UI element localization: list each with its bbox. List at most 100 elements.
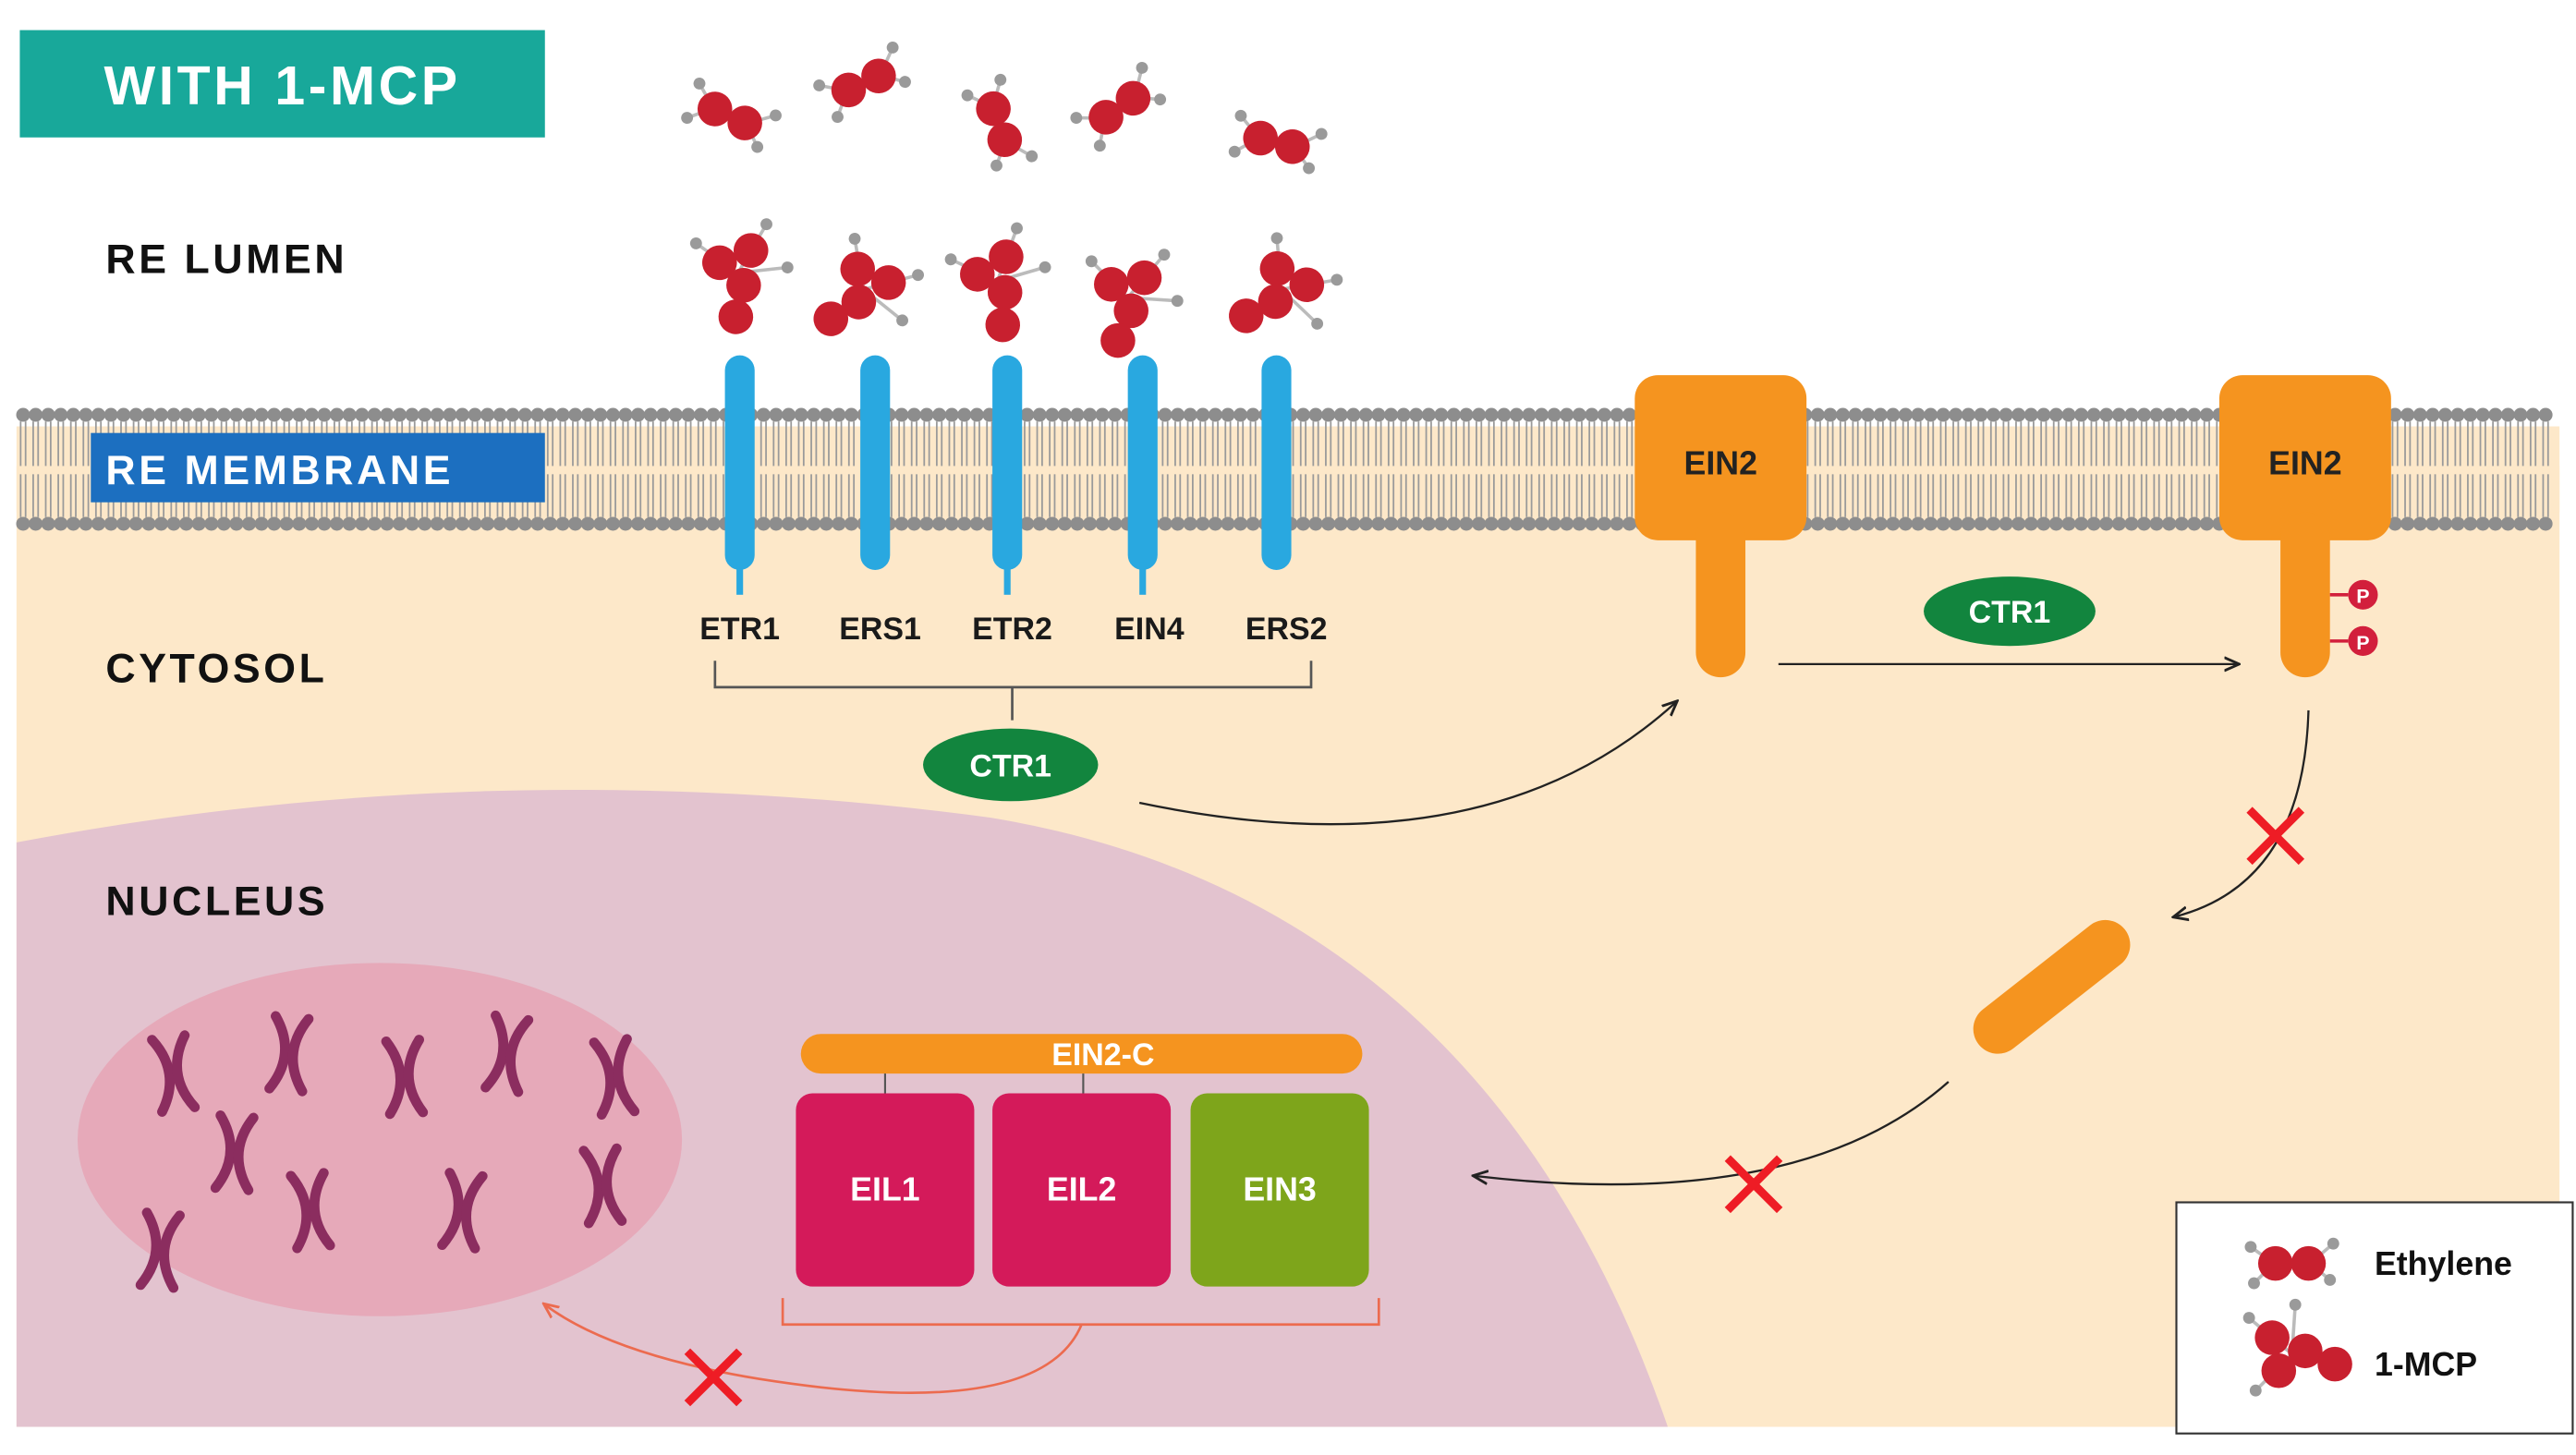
lipid-head <box>969 407 984 467</box>
ein2-right: EIN2 <box>2218 375 2391 678</box>
lipid-head <box>1810 474 1825 531</box>
lipid-head <box>782 407 796 467</box>
lipid-head <box>2526 474 2541 531</box>
chromosome <box>286 1168 335 1254</box>
lipid-head <box>1522 474 1537 531</box>
lipid-head <box>782 474 796 531</box>
phosphate-group-2: P <box>2329 625 2378 656</box>
lipid-head <box>2526 407 2541 467</box>
lipid-head <box>1095 474 1110 531</box>
lipid-head <box>1835 474 1850 531</box>
lipid-head <box>2488 474 2503 531</box>
legend-mcp-label: 1-MCP <box>2375 1346 2477 1383</box>
lipid-head <box>1208 407 1222 467</box>
mcp-molecule <box>813 232 924 336</box>
lipid-head <box>894 407 909 467</box>
lipid-head <box>2061 474 2076 531</box>
lipid-head <box>1233 407 1248 467</box>
lipid-head <box>1321 407 1336 467</box>
lipid-head <box>1911 407 1926 467</box>
lipid-head <box>1233 474 1248 531</box>
lipid-head <box>1823 407 1838 467</box>
lipid-head <box>16 474 30 531</box>
lipid-head <box>1560 407 1574 467</box>
ein2-left: EIN2 <box>1634 375 1807 678</box>
lipid-head <box>1610 474 1624 531</box>
lipid-head <box>2388 474 2402 531</box>
phospho-label: P <box>2356 586 2369 608</box>
lipid-head <box>769 407 784 467</box>
lipid-head <box>1497 407 1512 467</box>
lipid-head <box>2437 407 2452 467</box>
lipid-head <box>54 407 68 467</box>
lipid-head <box>1358 407 1373 467</box>
block-x-icon <box>2246 806 2305 866</box>
lipid-head <box>1196 407 1210 467</box>
receptor-label: ETR1 <box>699 612 780 647</box>
lipid-head <box>1949 474 1963 531</box>
lipid-head <box>1346 474 1361 531</box>
mcp-legend-icon <box>2242 1298 2352 1397</box>
lipid-head <box>2086 474 2101 531</box>
lipid-head <box>1371 407 1386 467</box>
lipid-head <box>1409 474 1424 531</box>
lipid-head <box>1898 474 1913 531</box>
lipid-head <box>1509 407 1524 467</box>
lipid-head <box>1861 474 1876 531</box>
lipid-head <box>568 407 583 467</box>
eil1-label: EIL1 <box>850 1171 919 1208</box>
ctr1-receptor-complex <box>923 728 1099 802</box>
lipid-head <box>1459 474 1474 531</box>
arrow-fragment-to-nucleus <box>1475 1081 1950 1186</box>
lipid-head <box>2412 474 2427 531</box>
lipid-head <box>2149 407 2164 467</box>
ethylene-legend-icon <box>2244 1237 2339 1290</box>
lipid-head <box>2513 474 2528 531</box>
mcp-molecule <box>2242 1298 2352 1397</box>
lipid-head <box>2450 407 2465 467</box>
chromatin-area <box>77 963 683 1316</box>
lipid-head <box>2513 407 2528 467</box>
receptor-label: ETR2 <box>972 612 1052 647</box>
receptor-etr2: ETR2 <box>972 355 1052 647</box>
lipid-head <box>932 474 947 531</box>
lipid-head <box>1333 407 1348 467</box>
lipid-head <box>1396 407 1411 467</box>
lipid-head <box>643 474 658 531</box>
lipid-head <box>1171 407 1185 467</box>
lipid-head <box>2538 474 2553 531</box>
lipid-head <box>807 474 821 531</box>
lipid-head <box>555 474 570 531</box>
mcp-molecule <box>944 222 1051 343</box>
ethylene-molecule <box>1228 109 1328 175</box>
lipid-head <box>1183 407 1197 467</box>
lipid-head <box>2187 474 2202 531</box>
ein3-label: EIN3 <box>1243 1171 1316 1208</box>
lipid-head <box>2400 474 2415 531</box>
molecule-group <box>681 42 1343 358</box>
region-label-lumen: RE LUMEN <box>105 236 347 282</box>
lipid-head <box>1434 407 1449 467</box>
lipid-head <box>756 474 771 531</box>
receptor-ers1: ERS1 <box>839 355 921 647</box>
lipid-head <box>1547 474 1561 531</box>
ein3-box <box>1190 1093 1369 1287</box>
lipid-head <box>2136 407 2151 467</box>
lipid-head <box>2463 407 2478 467</box>
title-box <box>19 30 545 138</box>
chromosome <box>480 1010 534 1097</box>
eil1-box <box>796 1093 975 1287</box>
lipid-head <box>1245 474 1260 531</box>
lipid-head <box>1835 407 1850 467</box>
lipid-head <box>1070 474 1085 531</box>
lipid-head <box>1497 474 1512 531</box>
lipid-head <box>1535 474 1549 531</box>
receptor-label: ERS2 <box>1245 612 1328 647</box>
lipid-head <box>1083 474 1098 531</box>
lipid-head <box>1333 474 1348 531</box>
region-label-cytosol: CYTOSOL <box>105 647 327 692</box>
lipid-head <box>1949 407 1963 467</box>
lipid-head <box>1961 407 1975 467</box>
lipid-head <box>1057 474 1072 531</box>
lipid-head <box>1472 474 1487 531</box>
